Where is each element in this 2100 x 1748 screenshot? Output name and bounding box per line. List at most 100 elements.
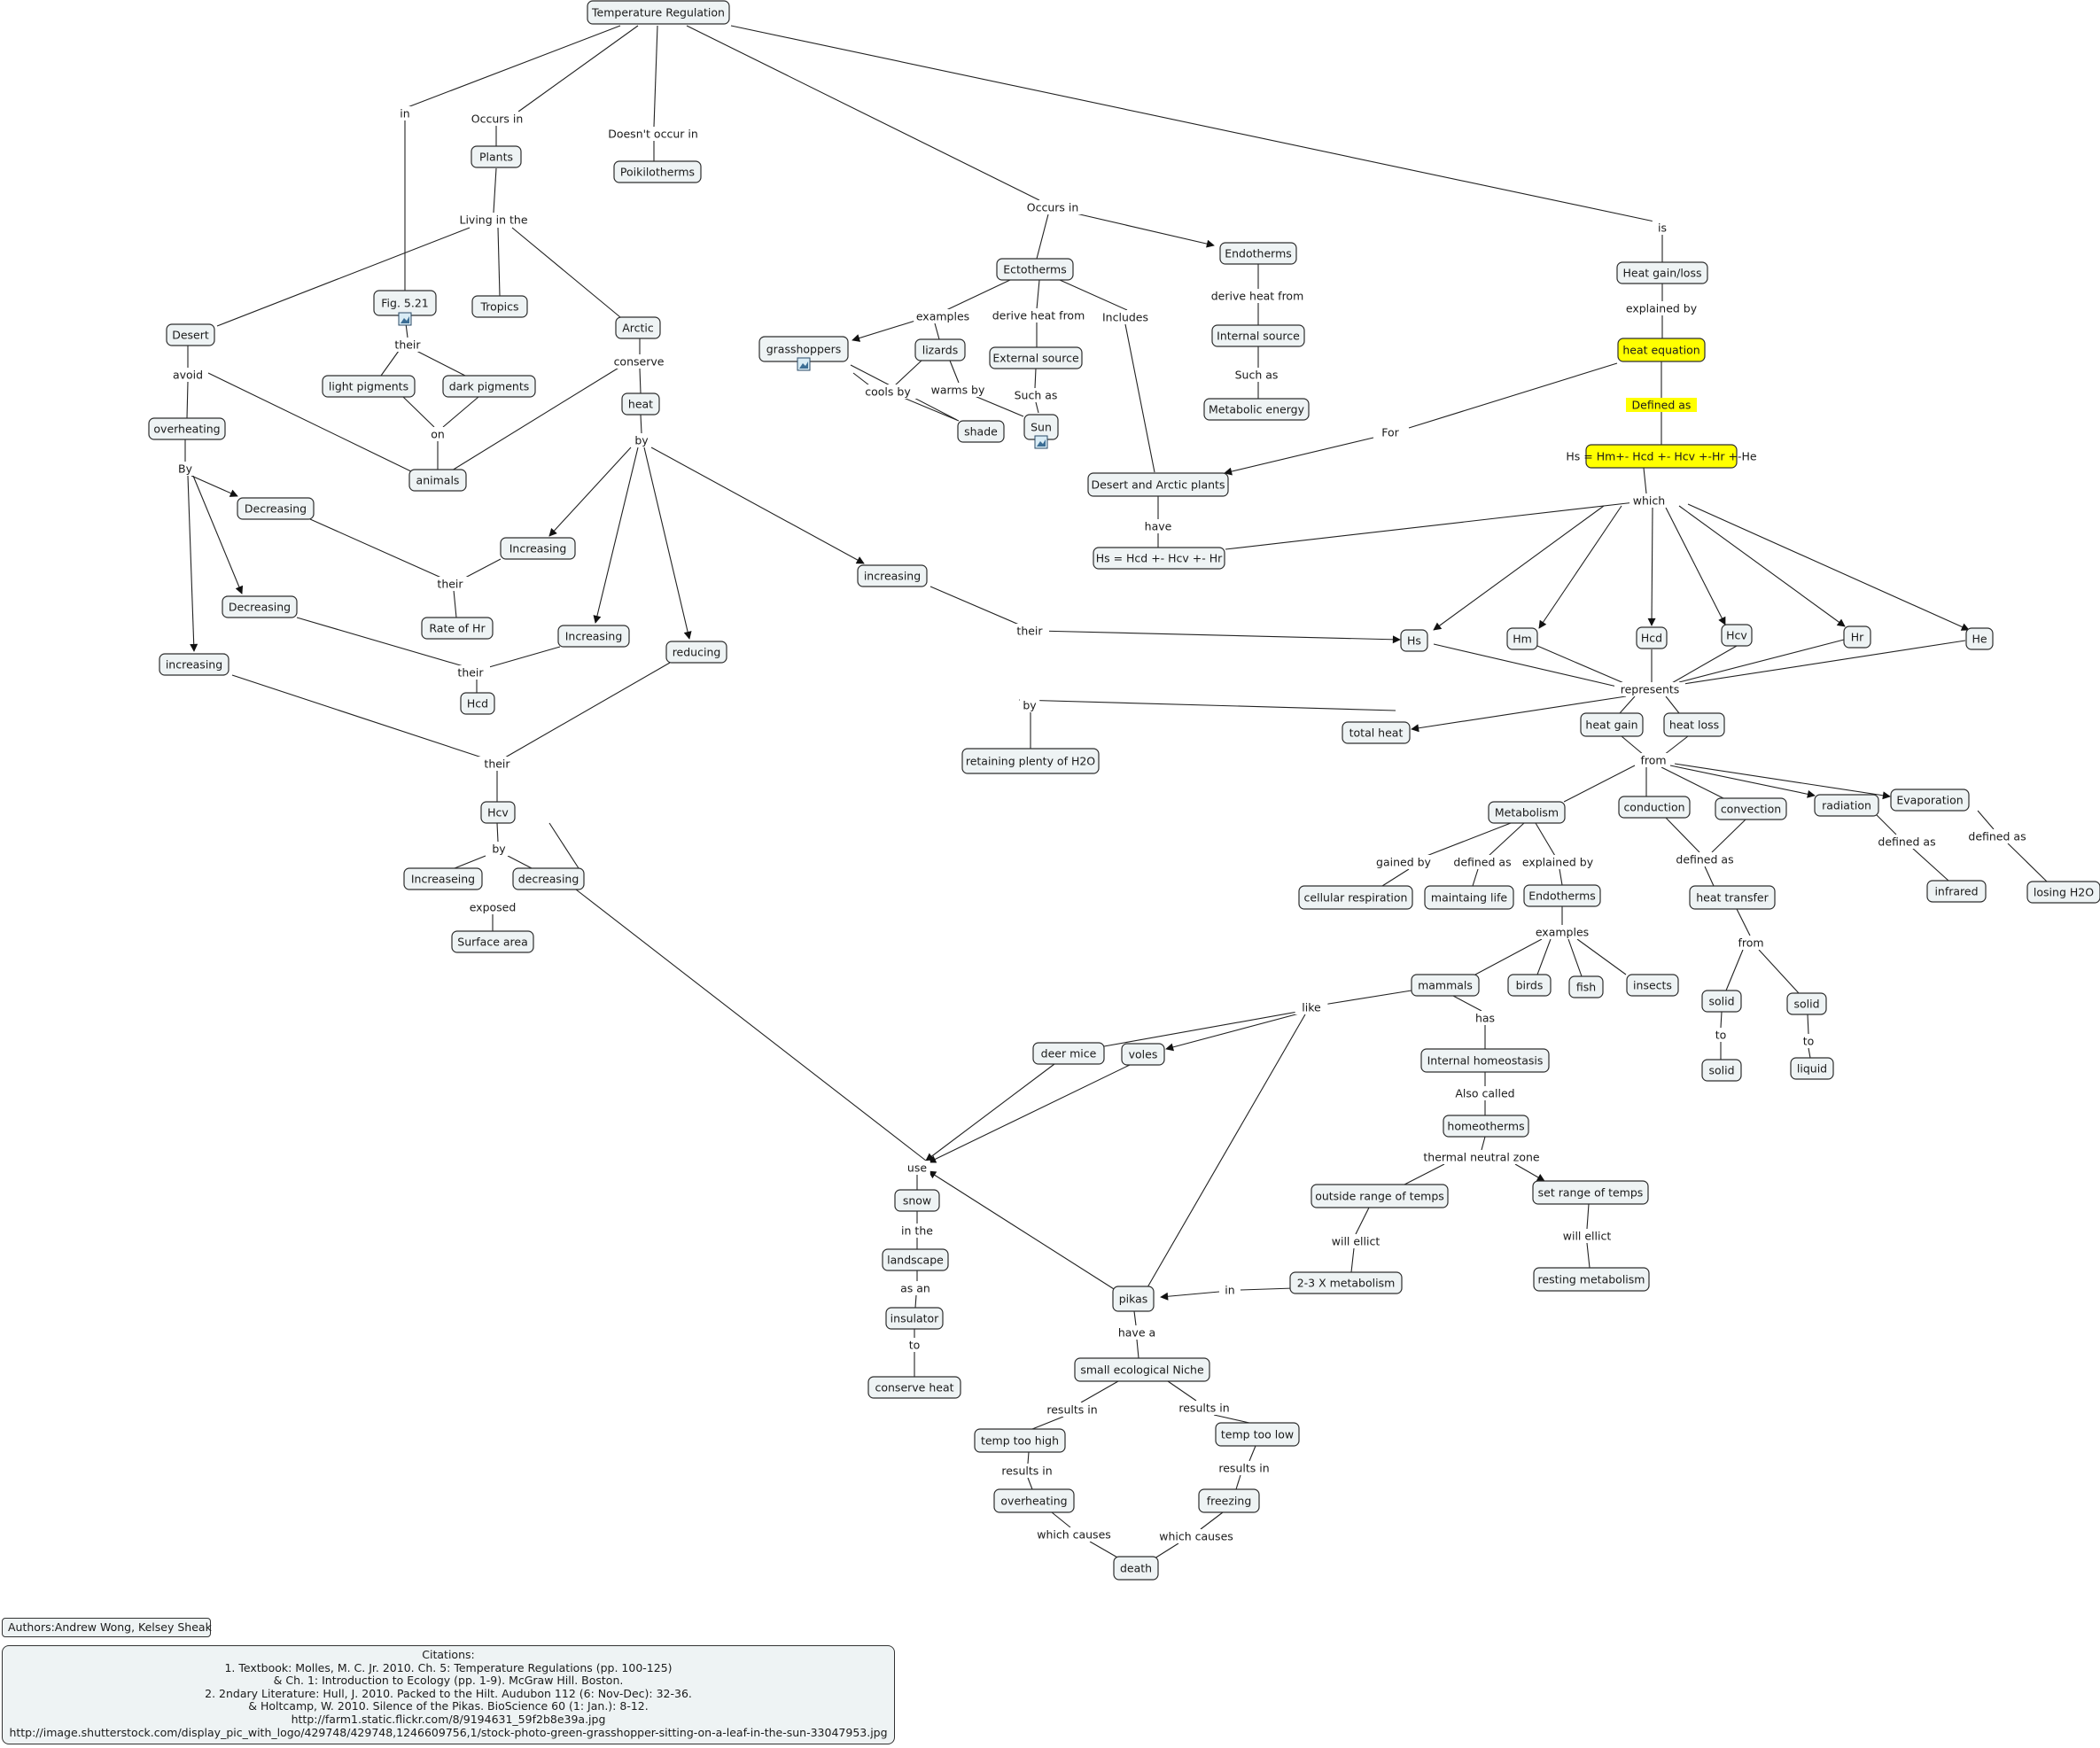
concept-box[interactable] [894,1189,940,1212]
concept-box[interactable] [993,1488,1075,1513]
concept-box[interactable] [1786,992,1827,1015]
concept-conduction[interactable]: conduction [1618,796,1691,819]
concept-box[interactable] [885,1307,944,1330]
concept-box[interactable] [989,346,1083,369]
concept-box[interactable] [1203,398,1310,421]
concept-hs-full-eq[interactable]: Hs = Hm+- Hcd +- Hcv +-Hr +-He [1566,444,1757,469]
concept-deer-mice[interactable]: deer mice [1032,1042,1105,1065]
concept-box[interactable] [1701,990,1742,1013]
concept-box[interactable] [1790,1057,1834,1080]
concept-box[interactable] [408,469,467,492]
concept-external-source[interactable]: External source [989,346,1083,369]
concept-light-pigments[interactable]: light pigments [322,375,416,398]
concept-temperature-regulation[interactable]: Temperature Regulation [587,0,730,25]
concept-liquid[interactable]: liquid [1790,1057,1834,1080]
concept-hs-short-eq[interactable]: Hs = Hcd +- Hcv +- Hr [1093,547,1225,570]
concept-box[interactable] [1289,1271,1403,1294]
concept-temp-too-low[interactable]: temp too low [1215,1422,1300,1447]
concept-retaining[interactable]: retaining plenty of H2O [961,748,1100,774]
concept-box[interactable] [1400,629,1428,652]
concept-ectotherms[interactable]: Ectotherms [996,258,1074,281]
concept-small-niche[interactable]: small ecological Niche [1074,1357,1210,1382]
concept-box[interactable] [665,641,727,664]
concept-box[interactable] [1093,547,1225,570]
concept-box[interactable] [914,338,966,361]
concept-dark-pigments[interactable]: dark pigments [442,375,536,398]
concept-box[interactable] [1580,712,1644,737]
concept-cellular-respiration[interactable]: cellular respiration [1298,885,1413,910]
concept-box[interactable] [1721,624,1753,647]
concept-box[interactable] [1113,1556,1159,1581]
concept-solid-2[interactable]: solid [1786,992,1827,1015]
concept-total-heat[interactable]: total heat [1342,721,1411,744]
concept-maintaing-life[interactable]: maintaing life [1424,885,1514,910]
concept-arctic[interactable]: Arctic [615,316,661,339]
concept-box[interactable] [1523,884,1601,907]
concept-box[interactable] [1074,1357,1210,1382]
concept-convection[interactable]: convection [1715,797,1787,820]
concept-metabolism-23x[interactable]: 2-3 X metabolism [1289,1271,1403,1294]
concept-box[interactable] [1843,625,1871,649]
concept-box[interactable] [148,417,226,440]
concept-hcd[interactable]: Hcd [1636,626,1668,649]
concept-conserve-heat[interactable]: conserve heat [867,1376,961,1399]
concept-box[interactable] [1420,1048,1550,1073]
concept-box[interactable] [1568,975,1604,998]
concept-box[interactable] [1198,1488,1260,1513]
concept-box[interactable] [1585,444,1738,469]
concept-box[interactable] [159,653,229,676]
concept-evaporation[interactable]: Evaporation [1890,789,1970,812]
concept-hcv-left[interactable]: Hcv [480,801,516,824]
concept-box[interactable] [857,564,928,587]
concept-box[interactable] [460,692,495,715]
image-icon[interactable] [797,357,811,371]
concept-temp-too-high[interactable]: temp too high [974,1428,1066,1453]
concept-rate-of-hr[interactable]: Rate of Hr [421,617,494,640]
citation-link[interactable]: http://image.shutterstock.com/display_pi… [9,1725,888,1739]
concept-desert[interactable]: Desert [166,323,215,346]
concept-resting-metabolism[interactable]: resting metabolism [1533,1267,1650,1292]
concept-overheating[interactable]: overheating [148,417,226,440]
concept-box[interactable] [1424,885,1514,910]
concept-shade[interactable]: shade [957,420,1005,443]
concept-voles[interactable]: voles [1121,1043,1165,1066]
concept-box[interactable] [957,420,1005,443]
concept-hcd-left[interactable]: Hcd [460,692,495,715]
concept-increasing-4[interactable]: increasing [857,564,928,587]
concept-box[interactable] [1311,1184,1449,1208]
concept-box[interactable] [1211,324,1305,347]
concept-heat-loss[interactable]: heat loss [1663,712,1725,737]
concept-heat-gain[interactable]: heat gain [1580,712,1644,737]
concept-snow[interactable]: snow [894,1189,940,1212]
concept-box[interactable] [480,801,516,824]
concept-surface-area[interactable]: Surface area [451,930,534,953]
concept-heat-gain-loss[interactable]: Heat gain/loss [1616,261,1708,284]
concept-box[interactable] [471,145,522,168]
concept-infrared[interactable]: infrared [1926,880,1987,903]
concept-metabolic-energy[interactable]: Metabolic energy [1203,398,1310,421]
concept-endotherms-top[interactable]: Endotherms [1219,242,1297,265]
concept-hcv[interactable]: Hcv [1721,624,1753,647]
concept-box[interactable] [1032,1042,1105,1065]
concept-box[interactable] [1636,626,1668,649]
concept-decreasing-1[interactable]: Decreasing [237,497,315,520]
concept-box[interactable] [1618,796,1691,819]
concept-box[interactable] [166,323,215,346]
concept-box[interactable] [961,748,1100,774]
concept-losing-h2o[interactable]: losing H2O [2026,881,2100,904]
concept-box[interactable] [500,537,576,560]
concept-box[interactable] [974,1428,1066,1453]
concept-box[interactable] [587,0,730,25]
concept-box[interactable] [1890,789,1970,812]
concept-animals[interactable]: animals [408,469,467,492]
concept-insects[interactable]: insects [1626,974,1679,997]
concept-internal-homeostasis[interactable]: Internal homeostasis [1420,1048,1550,1073]
concept-box[interactable] [557,625,630,648]
concept-he[interactable]: He [1965,627,1994,650]
concept-box[interactable] [1342,721,1411,744]
concept-increasing-1[interactable]: Increasing [500,537,576,560]
concept-internal-source[interactable]: Internal source [1211,324,1305,347]
concept-landscape[interactable]: landscape [882,1248,949,1271]
concept-outside-range[interactable]: outside range of temps [1311,1184,1449,1208]
concept-box[interactable] [1488,801,1566,824]
